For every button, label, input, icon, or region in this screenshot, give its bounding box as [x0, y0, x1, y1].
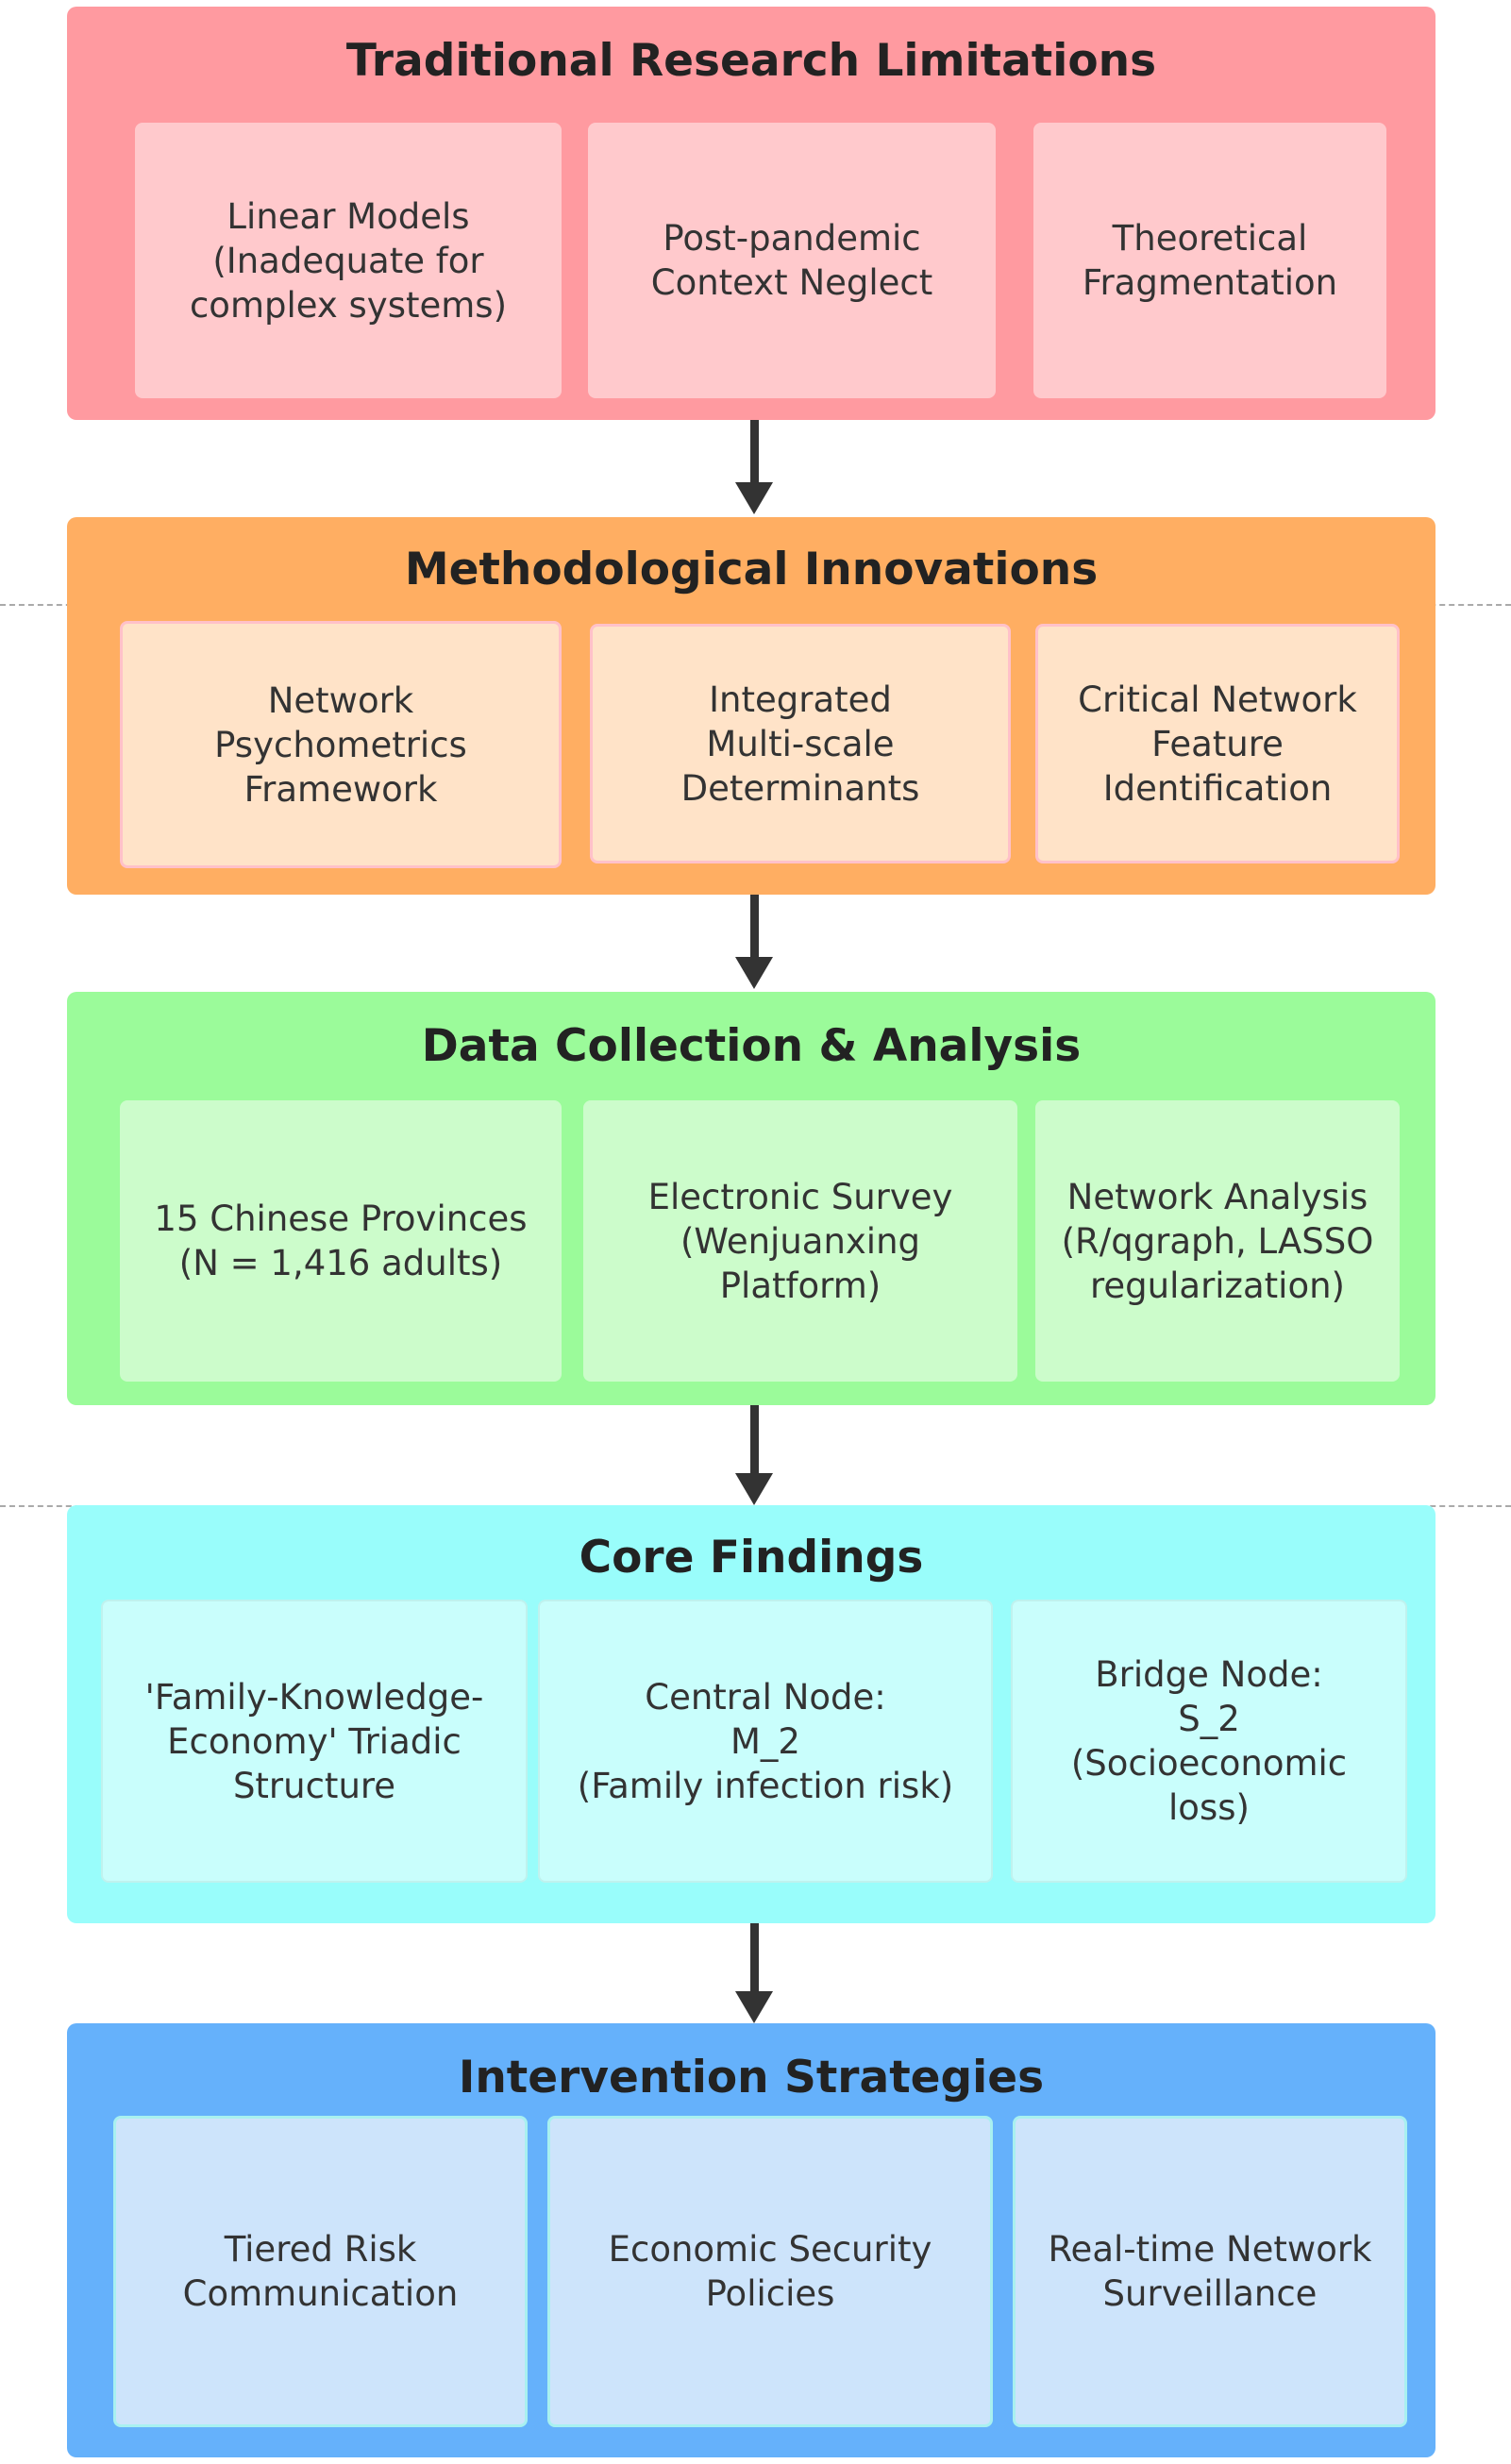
section-title: Intervention Strategies [458, 2052, 1045, 2104]
card-network-analysis: Network Analysis (R/qgraph, LASSO regula… [1035, 1100, 1400, 1382]
card-network-psychometrics: Network Psychometrics Framework [120, 621, 562, 868]
card-chinese-provinces: 15 Chinese Provinces (N = 1,416 adults) [120, 1100, 562, 1382]
section-traditional-research-limitations: Traditional Research Limitations Linear … [67, 7, 1435, 420]
card-real-time-surveillance: Real-time Network Surveillance [1013, 2116, 1407, 2427]
card-post-pandemic-context: Post-pandemic Context Neglect [588, 123, 996, 398]
section-title: Core Findings [579, 1532, 924, 1584]
card-electronic-survey: Electronic Survey (Wenjuanxing Platform) [583, 1100, 1017, 1382]
card-triadic-structure: 'Family-Knowledge- Economy' Triadic Stru… [101, 1600, 528, 1883]
card-tiered-risk-communication: Tiered Risk Communication [113, 2116, 528, 2427]
section-data-collection-analysis: Data Collection & Analysis 15 Chinese Pr… [67, 992, 1435, 1405]
card-bridge-node: Bridge Node: S_2 (Socioeconomic loss) [1011, 1600, 1407, 1883]
card-theoretical-fragmentation: Theoretical Fragmentation [1033, 123, 1386, 398]
card-economic-security-policies: Economic Security Policies [547, 2116, 993, 2427]
section-title: Data Collection & Analysis [421, 1020, 1082, 1072]
card-integrated-determinants: Integrated Multi-scale Determinants [590, 624, 1011, 863]
card-central-node: Central Node: M_2 (Family infection risk… [538, 1600, 993, 1883]
card-critical-network-feature: Critical Network Feature Identification [1035, 624, 1400, 863]
section-intervention-strategies: Intervention Strategies Tiered Risk Comm… [67, 2023, 1435, 2457]
section-methodological-innovations: Methodological Innovations Network Psych… [67, 517, 1435, 895]
card-linear-models: Linear Models (Inadequate for complex sy… [135, 123, 562, 398]
section-title: Traditional Research Limitations [345, 35, 1157, 87]
section-core-findings: Core Findings 'Family-Knowledge- Economy… [67, 1505, 1435, 1923]
section-title: Methodological Innovations [404, 544, 1099, 595]
